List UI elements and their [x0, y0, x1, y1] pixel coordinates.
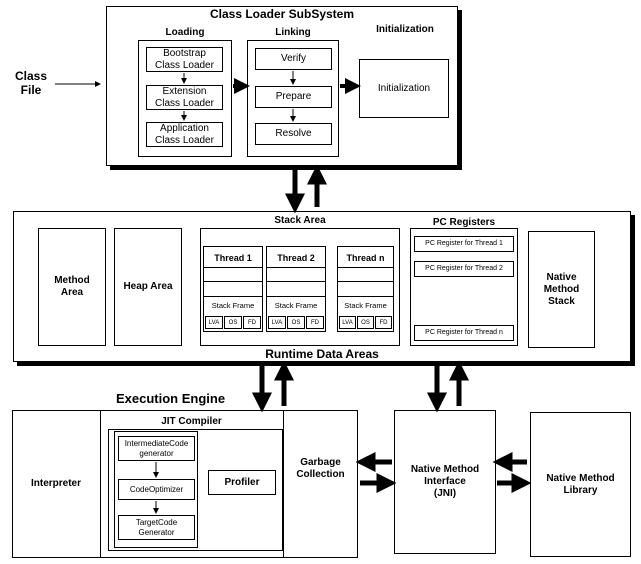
- pc-register-item: PC Register for Thread n: [414, 325, 514, 341]
- native-method-library: Native Method Library: [530, 412, 631, 557]
- stack-frame-label: Stack Frame: [344, 301, 387, 310]
- jit-compiler-title: JIT Compiler: [161, 416, 222, 427]
- native-method-stack: Native Method Stack: [528, 231, 595, 348]
- thread-divider: [203, 296, 263, 297]
- resolve-step: Resolve: [255, 123, 332, 145]
- verify-step: Verify: [255, 48, 332, 70]
- loading-title: Loading: [165, 27, 205, 38]
- target-code-generator: TargetCode Generator: [118, 515, 195, 540]
- execution-engine-title: Execution Engine: [116, 391, 226, 406]
- code-optimizer: CodeOptimizer: [118, 479, 195, 500]
- initialization-box: Initialization: [359, 59, 449, 118]
- interpreter-divider: [100, 410, 101, 558]
- os-cell: OS: [357, 316, 374, 329]
- fd-cell: FD: [375, 316, 392, 329]
- intermediate-code-generator: IntermediateCode generator: [118, 436, 195, 461]
- pc-registers-title: PC Registers: [432, 217, 496, 228]
- thread-divider: [203, 267, 263, 268]
- thread-divider: [337, 281, 394, 282]
- thread-divider: [203, 281, 263, 282]
- pc-register-item: PC Register for Thread 1: [414, 236, 514, 252]
- application-class-loader: Application Class Loader: [146, 122, 223, 147]
- thread-divider: [266, 267, 326, 268]
- thread-divider: [337, 296, 394, 297]
- gc-divider: [283, 410, 284, 558]
- profiler: Profiler: [208, 470, 276, 495]
- native-method-interface: Native Method Interface (JNI): [394, 410, 496, 554]
- thread-divider: [266, 281, 326, 282]
- pc-register-item: PC Register for Thread 2: [414, 261, 514, 277]
- lva-cell: LVA: [268, 316, 286, 329]
- heap-area: Heap Area: [114, 228, 182, 346]
- extension-class-loader: Extension Class Loader: [146, 85, 223, 110]
- fd-cell: FD: [243, 316, 261, 329]
- os-cell: OS: [224, 316, 242, 329]
- interpreter: Interpreter: [30, 478, 81, 489]
- stack-frame-label: Stack Frame: [274, 301, 318, 310]
- lva-cell: LVA: [339, 316, 356, 329]
- thread-divider: [266, 296, 326, 297]
- thread-name: Thread 1: [214, 253, 252, 263]
- fd-cell: FD: [306, 316, 324, 329]
- bootstrap-class-loader: Bootstrap Class Loader: [146, 47, 223, 72]
- os-cell: OS: [287, 316, 305, 329]
- initialization-title: Initialization: [376, 24, 434, 35]
- runtime-data-areas-title: Runtime Data Areas: [265, 347, 379, 361]
- stack-area-title: Stack Area: [274, 215, 326, 226]
- thread-divider: [337, 267, 394, 268]
- class-loader-title: Class Loader SubSystem: [209, 7, 355, 21]
- method-area: Method Area: [38, 228, 106, 346]
- garbage-collection: Garbage Collection: [296, 457, 345, 480]
- linking-title: Linking: [275, 27, 311, 38]
- lva-cell: LVA: [205, 316, 223, 329]
- thread-name: Thread 2: [277, 253, 315, 263]
- prepare-step: Prepare: [255, 86, 332, 108]
- thread-name: Thread n: [346, 253, 385, 263]
- stack-frame-label: Stack Frame: [211, 301, 255, 310]
- class-file-label: Class File: [14, 69, 48, 97]
